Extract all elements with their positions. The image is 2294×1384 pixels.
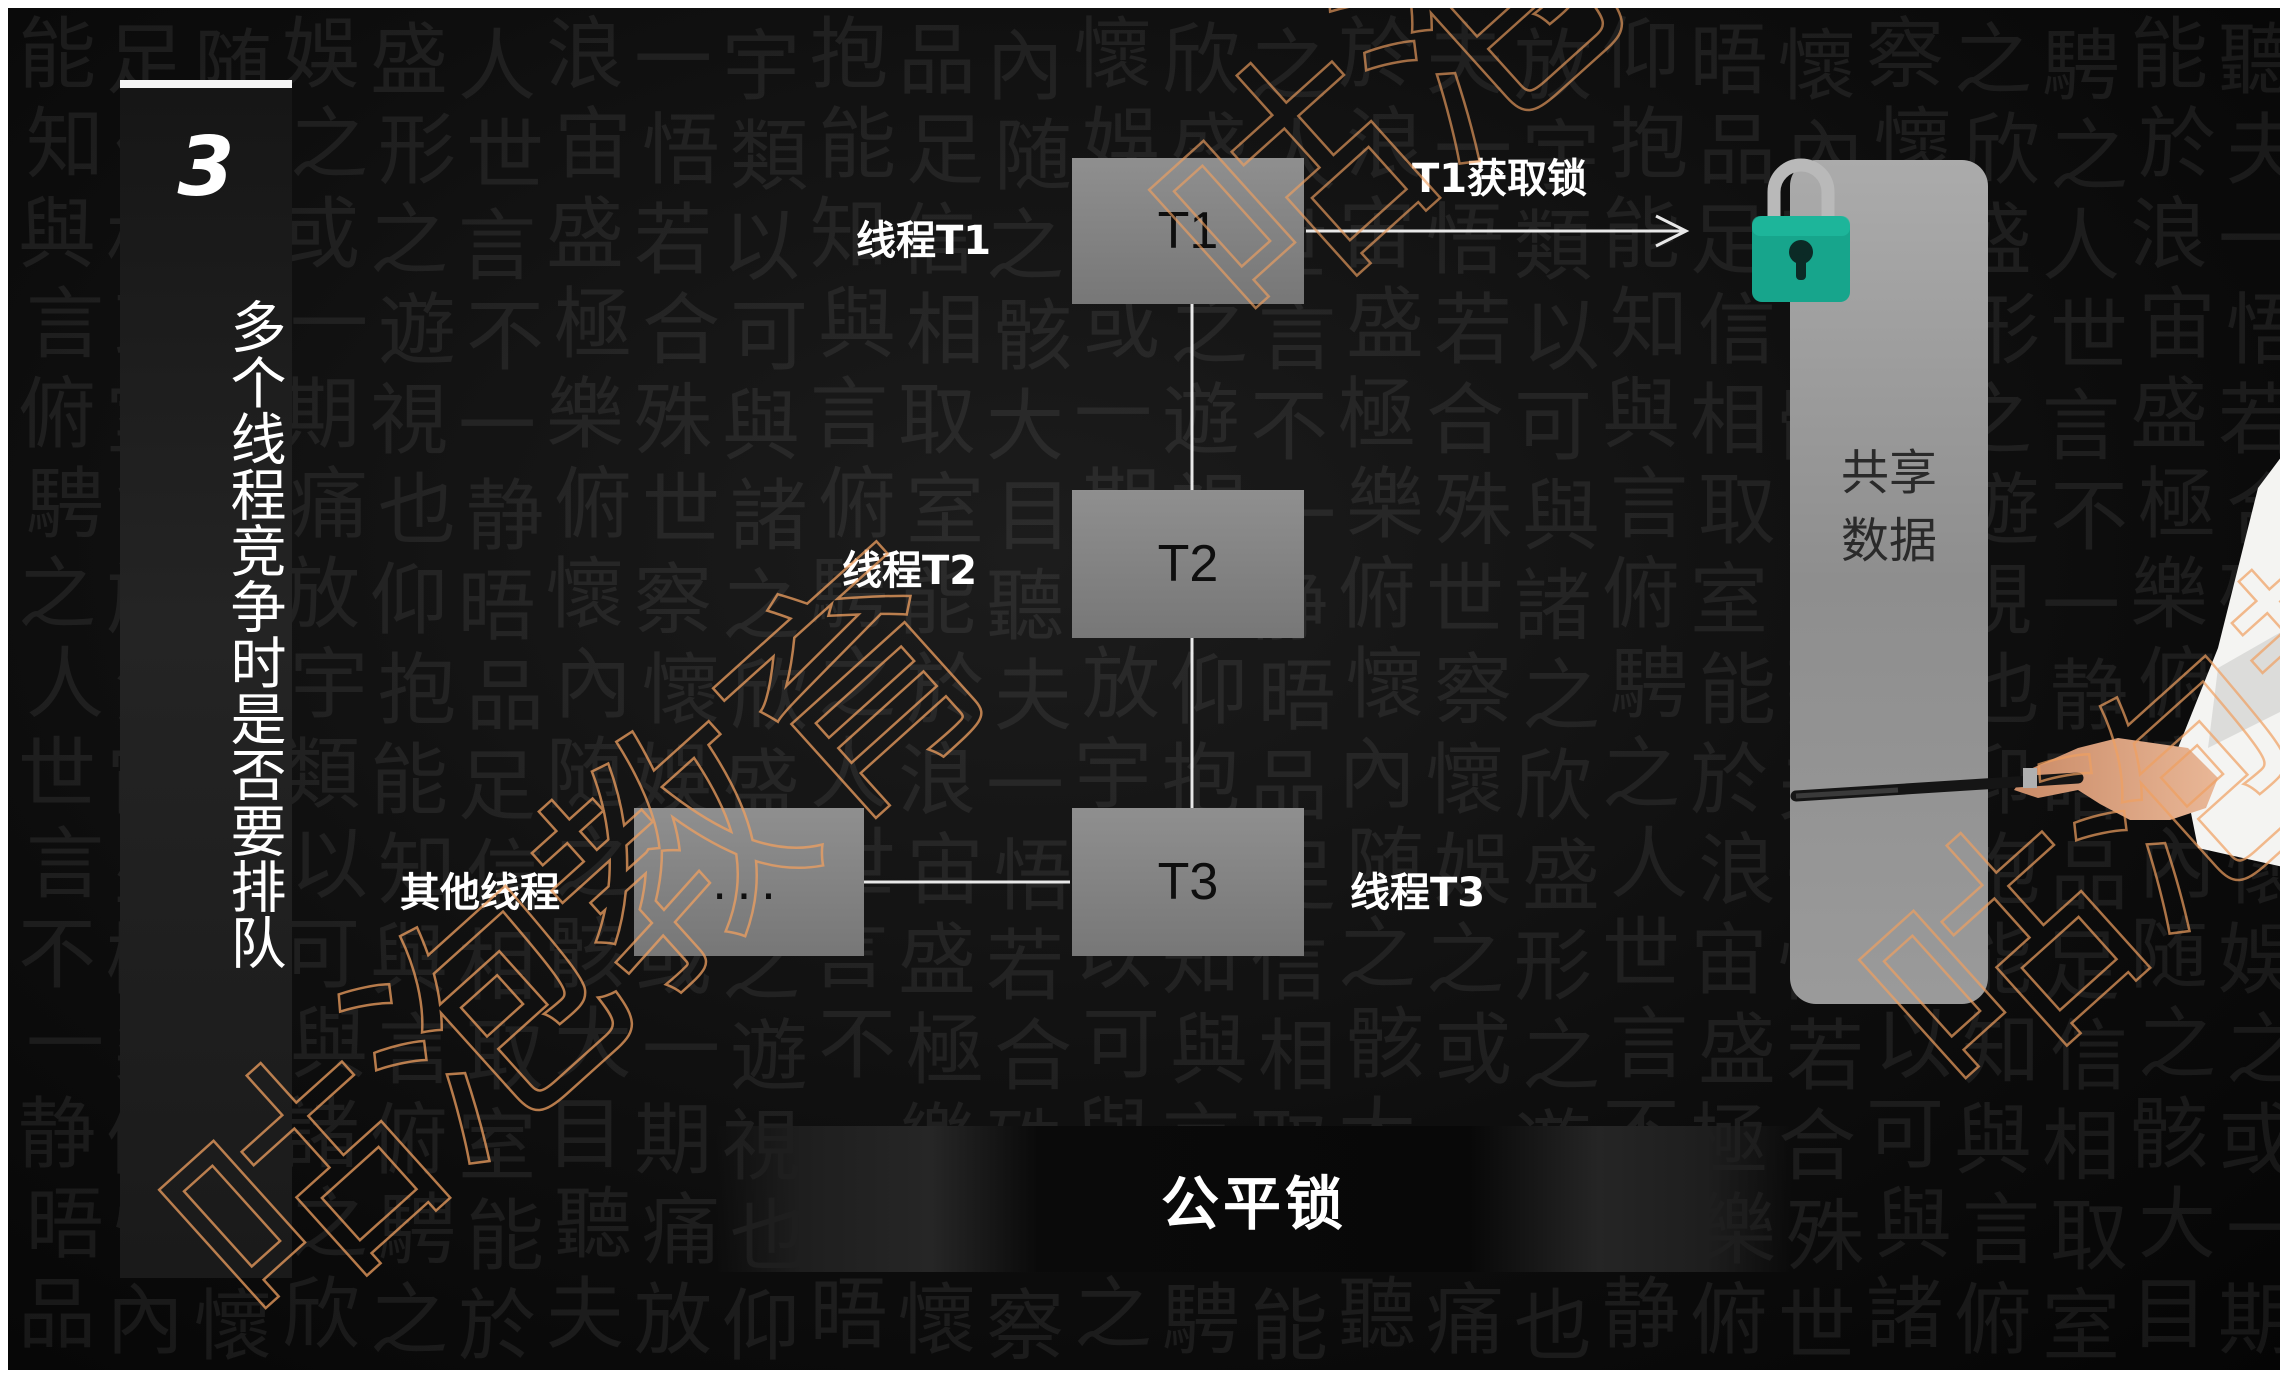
node-t2: T2 [1072,490,1304,638]
side-title-char: 多 [221,298,286,354]
acquire-arrow-head [1655,214,1690,248]
section-number: 3 [177,120,235,215]
label-thread-t1: 线程T1 [856,218,992,264]
side-title-char: 队 [221,914,286,970]
side-title-char: 程 [221,466,286,522]
side-title-char: 线 [221,410,286,466]
side-title-char: 否 [221,746,286,802]
presenter-pointer [1790,458,2280,867]
side-title-char: 排 [221,858,286,914]
node-others: ... [634,808,864,956]
side-title-char: 竞 [221,522,286,578]
node-t1: T1 [1072,158,1304,304]
shared-data-label: 共享 数据 [1829,439,1949,575]
label-t1-acquire-lock: T1获取锁 [1412,156,1588,202]
side-title-char: 要 [221,802,286,858]
label-thread-t2: 线程T2 [842,548,978,594]
side-title-char: 个 [221,354,286,410]
node-t3: T3 [1072,808,1304,956]
side-title-char: 时 [221,634,286,690]
shared-data-line2: 数据 [1840,513,1937,569]
shared-data-line1: 共享 [1840,445,1937,501]
side-title-char: 是 [221,690,286,746]
padlock-icon [1752,158,1850,302]
label-other-threads: 其他线程 [400,870,560,916]
side-title: 多 个 线 程 竞 争 时 是 否 要 排 队 [120,298,292,970]
bottom-title-bar [716,1126,1792,1272]
connector-layer [864,214,1690,884]
side-title-char: 争 [221,578,286,634]
slide-frame: 能知與言俯騁之人世言不一静晤品足信相取室能於浪宙盛極樂俯懷內随之骸大目聽夫一悟若… [8,8,2280,1370]
label-thread-t3: 线程T3 [1350,870,1486,916]
side-banner [120,88,292,1278]
bottom-title: 公平锁 [1160,1170,1347,1238]
